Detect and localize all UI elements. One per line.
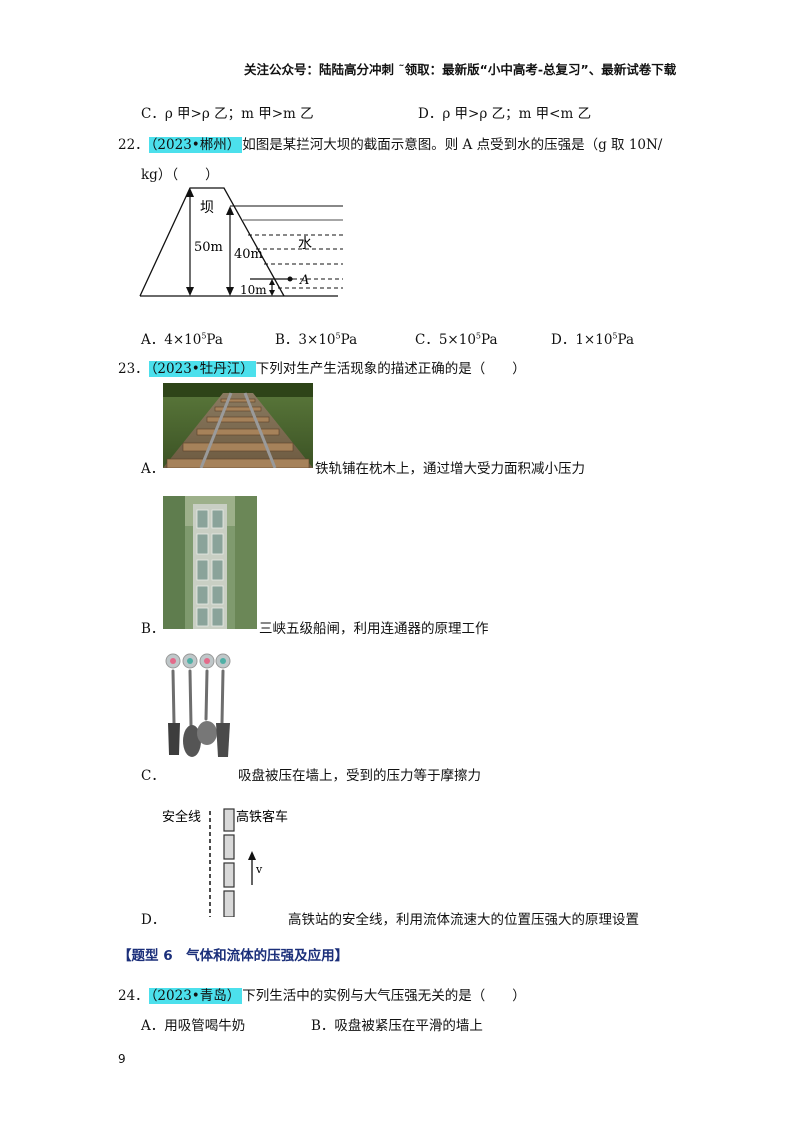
q24-option-a: A．用吸管喝牛奶 — [141, 1018, 246, 1034]
section-heading-6: 【题型 6 气体和流体的压强及应用】 — [118, 948, 349, 964]
q23-option-d-label: D． — [141, 912, 166, 928]
q22-option-b: B．3×105Pa — [275, 331, 358, 348]
q23-option-a-label: A． — [141, 461, 165, 477]
page-header: 关注公众号：陆陆高分冲刺 ˜领取：最新版“小中高考-总复习”、最新试卷下载 — [244, 62, 677, 77]
train-label: 高铁客车 — [236, 809, 288, 825]
q23-option-c-text: 吸盘被压在墙上，受到的压力等于摩擦力 — [238, 768, 481, 784]
label-point-a: A — [299, 273, 309, 288]
label-40m: 40m — [234, 247, 263, 262]
velocity-label: v — [255, 863, 263, 876]
point-a-marker — [287, 276, 293, 282]
q23-source-tag: （2023•牡丹江） — [148, 361, 256, 377]
q22-number: 22． — [118, 137, 149, 153]
suction-hook-utensils-photo — [160, 653, 238, 765]
q22-option-a: A．4×105Pa — [141, 331, 223, 348]
q23-option-a-text: 铁轨铺在枕木上，通过增大受力面积减小压力 — [315, 461, 585, 477]
label-10m: 10m — [240, 283, 267, 297]
dam-label: 坝 — [200, 200, 214, 216]
q21-option-d: D．ρ 甲>ρ 乙；m 甲<m 乙 — [418, 106, 592, 122]
q22-option-d: D．1×105Pa — [551, 331, 635, 348]
label-50m: 50m — [194, 240, 223, 255]
q24-option-b: B．吸盘被紧压在平滑的墙上 — [311, 1018, 483, 1034]
q22-source-tag: （2023•郴州） — [148, 137, 243, 153]
q24-source-tag: （2023•青岛） — [148, 988, 243, 1004]
q24-stem: 下列生活中的实例与大气压强无关的是（ ） — [242, 988, 526, 1004]
ship-lock-photo — [163, 496, 257, 629]
q23-option-c-label: C． — [141, 768, 165, 784]
q23-stem: 下列对生产生活现象的描述正确的是（ ） — [255, 361, 526, 377]
q23-option-b-text: 三峡五级船闸，利用连通器的原理工作 — [259, 621, 489, 637]
dam-outline — [139, 187, 285, 297]
q23-stem-line: 23．（2023•牡丹江）下列对生产生活现象的描述正确的是（ ） — [118, 357, 526, 377]
safety-line-diagram: 安全线 高铁客车 v — [162, 808, 288, 917]
train-body — [223, 808, 235, 917]
page-number: 9 — [118, 1052, 126, 1066]
q22-stem-line2: kg）（ ） — [141, 167, 219, 183]
q24-stem-line: 24．（2023•青岛）下列生活中的实例与大气压强无关的是（ ） — [118, 984, 526, 1004]
q22-stem-line1: 22．（2023•郴州）如图是某拦河大坝的截面示意图。则 A 点受到水的压强是（… — [118, 133, 662, 153]
railway-track-photo — [163, 383, 313, 468]
q23-option-d-text: 高铁站的安全线，利用流体流速大的位置压强大的原理设置 — [288, 912, 639, 928]
q22-option-c: C．5×105Pa — [415, 331, 498, 348]
dam-diagram: 坝 水 50m 40m 10m A — [139, 187, 343, 297]
water-label: 水 — [298, 236, 312, 252]
q21-option-c: C．ρ 甲>ρ 乙；m 甲>m 乙 — [141, 106, 314, 122]
q23-option-b-label: B． — [141, 621, 165, 637]
q24-number: 24． — [118, 988, 149, 1004]
q22-stem: 如图是某拦河大坝的截面示意图。则 A 点受到水的压强是（g 取 10N/ — [242, 137, 663, 153]
safety-line-label: 安全线 — [162, 809, 201, 825]
q23-number: 23． — [118, 361, 149, 377]
